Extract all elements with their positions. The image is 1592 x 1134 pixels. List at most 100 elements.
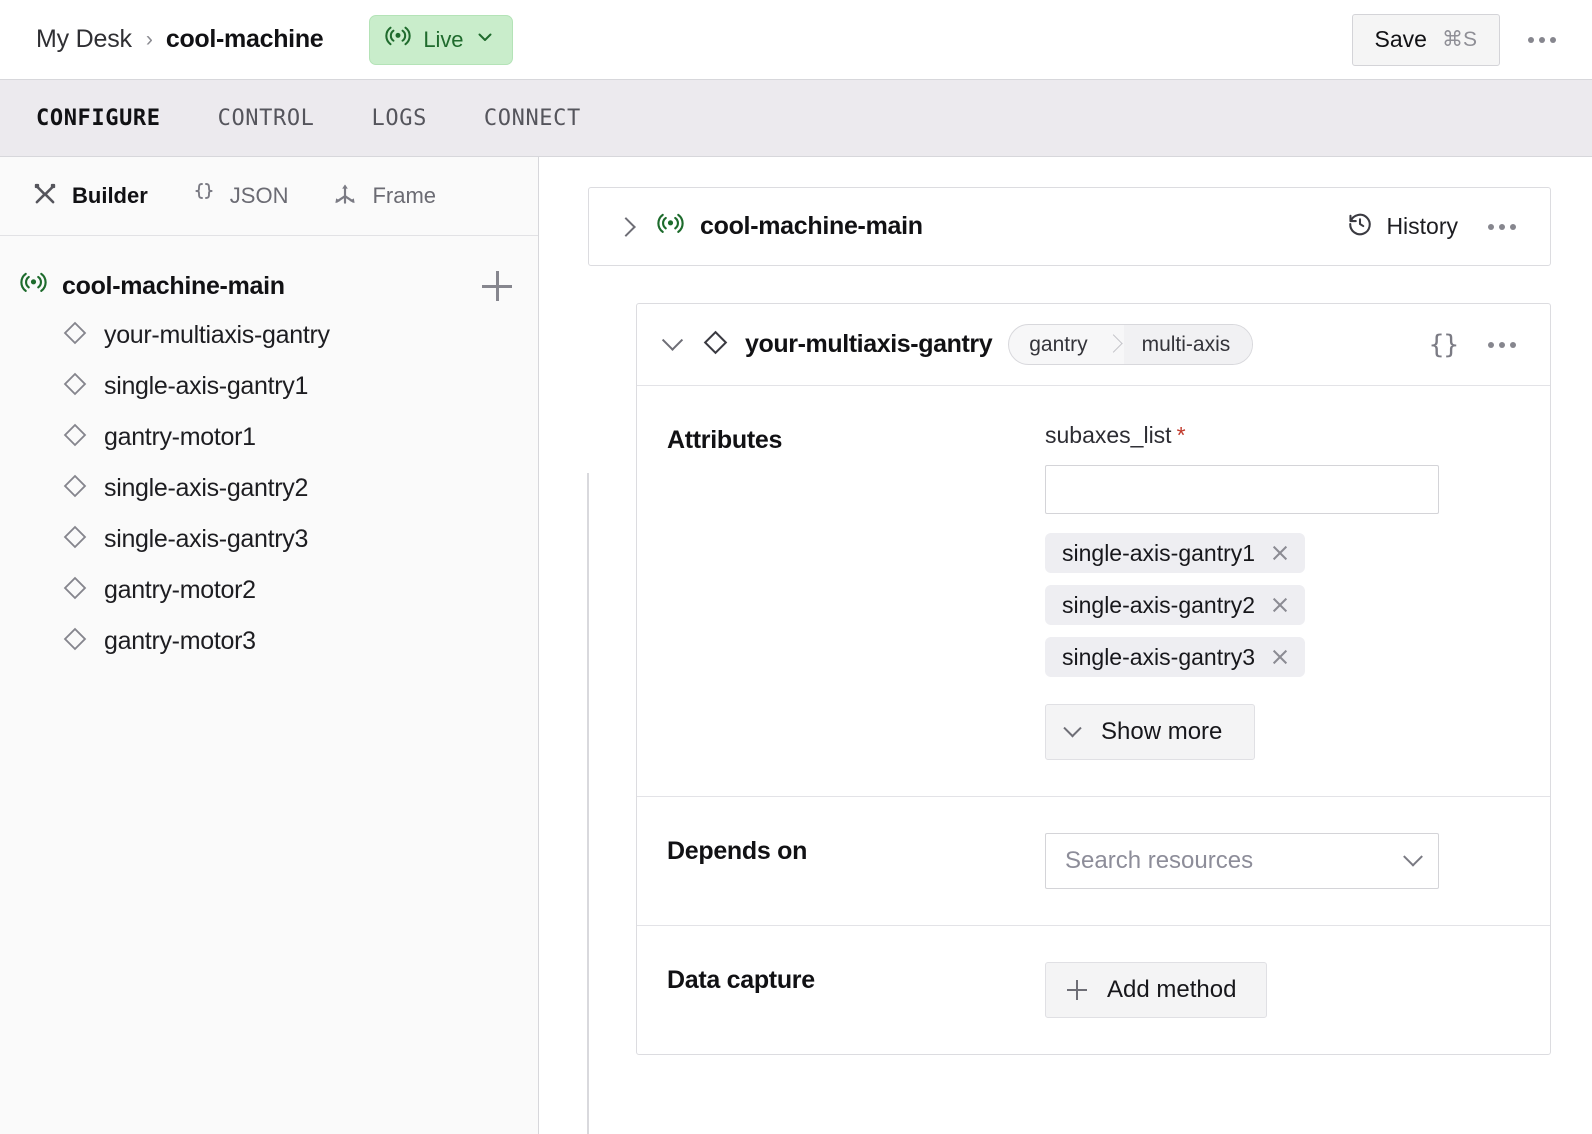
chevron-down-icon[interactable] (662, 330, 683, 351)
plus-icon (1067, 980, 1087, 1000)
tree-item-your-multiaxis-gantry[interactable]: your-multiaxis-gantry (0, 310, 538, 361)
save-button-label: Save (1375, 26, 1427, 53)
history-button-label: History (1386, 213, 1458, 240)
tab-connect[interactable]: CONNECT (484, 106, 581, 131)
braces-icon[interactable]: {} (1429, 330, 1458, 360)
machine-part-title: cool-machine-main (700, 212, 923, 241)
history-button[interactable]: History (1347, 211, 1458, 242)
resource-model-label: multi-axis (1124, 325, 1253, 364)
sidebar-view-builder[interactable]: Builder (32, 181, 148, 212)
chip-single-axis-gantry1[interactable]: single-axis-gantry1 (1045, 533, 1305, 573)
tab-configure[interactable]: CONFIGURE (36, 106, 161, 131)
tree-item-label: gantry-motor2 (104, 576, 256, 605)
tree-item-label: single-axis-gantry1 (104, 372, 308, 401)
diamond-icon (62, 473, 88, 504)
more-options-icon[interactable] (1520, 27, 1564, 53)
resource-type-pill[interactable]: gantry multi-axis (1008, 324, 1253, 365)
depends-on-row: Depends on Search resources (637, 797, 1550, 926)
body-split: Builder JSON (0, 157, 1592, 1134)
resource-card-your-multiaxis-gantry: your-multiaxis-gantry gantry multi-axis … (636, 303, 1551, 1055)
broadcast-icon (20, 270, 47, 302)
tree-item-single-axis-gantry1[interactable]: single-axis-gantry1 (0, 361, 538, 412)
chip-label: single-axis-gantry3 (1062, 644, 1255, 671)
tree-item-label: single-axis-gantry3 (104, 525, 308, 554)
subaxes-chip-list: single-axis-gantry1 single-axis-gantry2 … (1045, 533, 1520, 677)
diamond-icon (702, 329, 729, 361)
tree-item-label: single-axis-gantry2 (104, 474, 308, 503)
chip-label: single-axis-gantry2 (1062, 592, 1255, 619)
more-options-icon[interactable] (1480, 214, 1524, 240)
resource-api-label: gantry (1009, 325, 1104, 364)
remove-chip-icon[interactable] (1271, 544, 1289, 562)
show-more-label: Show more (1101, 718, 1222, 746)
top-bar-actions: Save ⌘S (1352, 14, 1564, 66)
axes-icon (332, 181, 358, 212)
tab-control[interactable]: CONTROL (218, 106, 315, 131)
resource-card-header: your-multiaxis-gantry gantry multi-axis … (637, 304, 1550, 386)
attributes-body: subaxes_list* single-axis-gantry1 single… (1045, 422, 1520, 760)
tree-connector-line (587, 473, 589, 1134)
depends-on-select[interactable]: Search resources (1045, 833, 1439, 889)
tree-item-label: gantry-motor1 (104, 423, 256, 452)
diamond-icon (62, 371, 88, 402)
tree-item-label: gantry-motor3 (104, 627, 256, 656)
tree-item-gantry-motor3[interactable]: gantry-motor3 (0, 616, 538, 667)
breadcrumb-separator-icon: › (146, 28, 153, 52)
subaxes-list-label: subaxes_list* (1045, 422, 1520, 449)
more-options-icon[interactable] (1480, 332, 1524, 358)
diamond-icon (62, 626, 88, 657)
sidebar-view-json-label: JSON (230, 183, 289, 209)
sidebar: Builder JSON (0, 157, 539, 1134)
diamond-icon (62, 320, 88, 351)
chip-single-axis-gantry3[interactable]: single-axis-gantry3 (1045, 637, 1305, 677)
diamond-icon (62, 575, 88, 606)
tree-root-label: cool-machine-main (62, 272, 285, 301)
add-method-button[interactable]: Add method (1045, 962, 1267, 1018)
required-marker: * (1177, 422, 1186, 448)
data-capture-label: Data capture (667, 962, 1045, 1018)
data-capture-row: Data capture Add method (637, 926, 1550, 1054)
main-tab-bar: CONFIGURE CONTROL LOGS CONNECT (0, 80, 1592, 157)
tree-item-single-axis-gantry2[interactable]: single-axis-gantry2 (0, 463, 538, 514)
tree-root-cool-machine-main[interactable]: cool-machine-main (0, 262, 538, 310)
diamond-icon (62, 524, 88, 555)
chip-label: single-axis-gantry1 (1062, 540, 1255, 567)
subaxes-list-label-text: subaxes_list (1045, 422, 1172, 448)
pill-divider-icon (1105, 325, 1124, 364)
machine-part-card: cool-machine-main History (588, 187, 1551, 266)
show-more-button[interactable]: Show more (1045, 704, 1255, 760)
subaxes-list-input[interactable] (1045, 465, 1439, 514)
data-capture-body: Add method (1045, 962, 1520, 1018)
depends-on-placeholder: Search resources (1065, 847, 1253, 875)
tree-item-gantry-motor1[interactable]: gantry-motor1 (0, 412, 538, 463)
remove-chip-icon[interactable] (1271, 648, 1289, 666)
live-status-badge[interactable]: Live (369, 15, 513, 65)
save-button[interactable]: Save ⌘S (1352, 14, 1500, 66)
attributes-row: Attributes subaxes_list* single-axis-gan… (637, 386, 1550, 797)
chevron-down-icon (1063, 719, 1081, 737)
remove-chip-icon[interactable] (1271, 596, 1289, 614)
braces-icon (192, 181, 216, 212)
tools-icon (32, 181, 58, 212)
breadcrumb-current: cool-machine (166, 25, 324, 54)
plus-icon[interactable] (482, 271, 512, 301)
main-content: cool-machine-main History (539, 157, 1592, 1134)
chevron-down-icon (475, 27, 495, 52)
sidebar-view-frame-label: Frame (372, 183, 436, 209)
tab-logs[interactable]: LOGS (372, 106, 427, 131)
sidebar-view-json[interactable]: JSON (192, 181, 289, 212)
tree-item-single-axis-gantry3[interactable]: single-axis-gantry3 (0, 514, 538, 565)
add-method-label: Add method (1107, 976, 1236, 1004)
history-clock-icon (1347, 211, 1373, 242)
breadcrumb-root[interactable]: My Desk (36, 25, 132, 54)
resource-tree: cool-machine-main your-multiaxis-gantry … (0, 236, 538, 667)
broadcast-icon (385, 24, 411, 55)
tree-item-gantry-motor2[interactable]: gantry-motor2 (0, 565, 538, 616)
attributes-label: Attributes (667, 422, 1045, 760)
sidebar-view-frame[interactable]: Frame (332, 181, 436, 212)
chevron-right-icon[interactable] (616, 217, 636, 237)
tree-item-label: your-multiaxis-gantry (104, 321, 330, 350)
save-shortcut-hint: ⌘S (1442, 27, 1477, 52)
gantry-card-wrapper: your-multiaxis-gantry gantry multi-axis … (636, 303, 1551, 1055)
chip-single-axis-gantry2[interactable]: single-axis-gantry2 (1045, 585, 1305, 625)
